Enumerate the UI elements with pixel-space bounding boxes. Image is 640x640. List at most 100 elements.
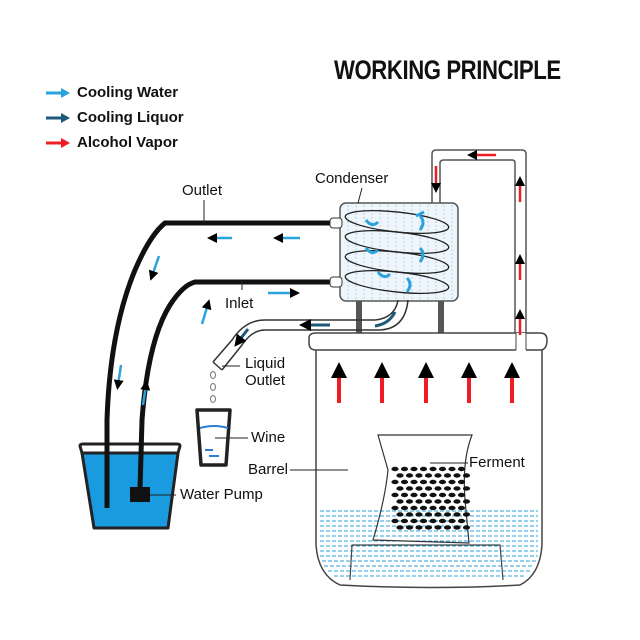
- ferment-grain: [400, 505, 409, 511]
- ferment-grain: [424, 499, 433, 504]
- legend-label: Alcohol Vapor: [77, 134, 178, 151]
- ferment-grain: [405, 525, 414, 530]
- water-bucket: [78, 442, 182, 530]
- ferment-grain: [438, 505, 447, 511]
- cooling-water-arrows: [113, 233, 300, 406]
- ferment-grain: [438, 466, 447, 472]
- ferment-grain: [391, 505, 399, 511]
- ferment-grain: [443, 486, 452, 491]
- ferment-grain: [434, 473, 442, 478]
- ferment-grain: [453, 473, 461, 478]
- ferment-grain: [419, 466, 428, 472]
- ferment-grain: [396, 512, 404, 517]
- ferment-grain: [453, 486, 461, 491]
- ferment-grain: [448, 505, 456, 511]
- ferment-grain: [410, 518, 418, 524]
- ferment-bag: [372, 434, 473, 544]
- ferment-grain: [391, 466, 399, 472]
- ferment-grain: [443, 512, 452, 517]
- label-inlet: Inlet: [225, 295, 254, 312]
- ferment-grain: [410, 466, 418, 472]
- ferment-grain: [443, 525, 452, 530]
- label-barrel: Barrel: [248, 461, 289, 478]
- ferment-grain: [462, 473, 471, 478]
- ferment-grain: [424, 525, 433, 530]
- ferment-grain: [443, 499, 452, 504]
- page-title: WORKING PRINCIPLE: [334, 55, 561, 85]
- ferment-grain: [434, 486, 442, 491]
- legend-item-cooling-water: Cooling Water: [45, 80, 184, 105]
- ferment-grain: [448, 466, 456, 472]
- label-outlet: Outlet: [182, 182, 223, 199]
- ferment-grain: [434, 499, 442, 504]
- ferment-grain: [410, 479, 418, 485]
- alcohol-vapor-arrows: [331, 150, 525, 403]
- vapor-pipe: [431, 149, 527, 343]
- legend-item-cooling-liquor: Cooling Liquor: [45, 105, 184, 130]
- ferment-grain: [419, 492, 428, 498]
- ferment-grain: [419, 518, 428, 524]
- label-liquid-outlet-line1: Liquid: [245, 355, 286, 372]
- ferment-grain: [410, 492, 418, 498]
- ferment-grain: [429, 466, 437, 472]
- ferment-grain: [462, 512, 471, 517]
- ferment-grain: [400, 479, 409, 485]
- ferment-grain: [429, 518, 437, 524]
- ferment-grain: [391, 479, 399, 485]
- ferment-grain: [419, 505, 428, 511]
- ferment-grain: [453, 512, 461, 517]
- legend-item-alcohol-vapor: Alcohol Vapor: [45, 130, 184, 155]
- ferment-grain: [429, 505, 437, 511]
- water-pump: [130, 487, 150, 502]
- ferment-grain: [438, 479, 447, 485]
- legend-label: Cooling Liquor: [77, 109, 184, 126]
- ferment-grain: [443, 473, 452, 478]
- ferment-grain: [457, 505, 466, 511]
- label-ferment: Ferment: [469, 454, 525, 471]
- ferment-grain: [415, 525, 423, 530]
- ferment-grain: [457, 492, 466, 498]
- ferment-grain: [396, 486, 404, 491]
- ferment-grain: [448, 479, 456, 485]
- label-wine: Wine: [251, 429, 286, 446]
- condenser: [329, 202, 459, 341]
- ferment-grain: [424, 486, 433, 491]
- ferment-grain: [453, 525, 461, 530]
- ferment-grain: [400, 492, 409, 498]
- ferment-grain: [462, 525, 471, 530]
- ferment-grain: [410, 505, 418, 511]
- ferment-grain: [415, 499, 423, 504]
- ferment-grain: [400, 518, 409, 524]
- ferment-grain: [462, 499, 471, 504]
- ferment-grain: [438, 518, 447, 524]
- ferment-grain: [415, 486, 423, 491]
- leader-lines: [150, 187, 468, 496]
- arrow-right-icon: [46, 87, 70, 98]
- ferment-grain: [448, 492, 456, 498]
- ferment-grain: [462, 486, 471, 491]
- ferment-grain: [438, 492, 447, 498]
- ferment-grain: [429, 492, 437, 498]
- arrow-right-icon: [46, 112, 70, 123]
- ferment-grain: [434, 525, 442, 530]
- ferment-grain: [396, 499, 404, 504]
- drops: [210, 371, 216, 403]
- label-water-pump: Water Pump: [180, 486, 263, 503]
- ferment-grain: [415, 512, 423, 517]
- label-condenser: Condenser: [315, 170, 389, 187]
- ferment-grain: [415, 473, 423, 478]
- legend-label: Cooling Water: [77, 84, 179, 101]
- ferment-grain: [396, 525, 404, 530]
- ferment-grain: [457, 466, 466, 472]
- legend: Cooling Water Cooling Liquor Alcohol Vap…: [45, 80, 184, 155]
- arrow-right-icon: [46, 137, 70, 148]
- ferment-grain: [448, 518, 456, 524]
- ferment-grain: [419, 479, 428, 485]
- ferment-grain: [396, 473, 404, 478]
- wine-glass: [195, 408, 232, 467]
- cooling-liquor-arrows: [234, 311, 397, 347]
- ferment-grain: [391, 492, 399, 498]
- ferment-grain: [457, 479, 466, 485]
- ferment-grain: [391, 518, 399, 524]
